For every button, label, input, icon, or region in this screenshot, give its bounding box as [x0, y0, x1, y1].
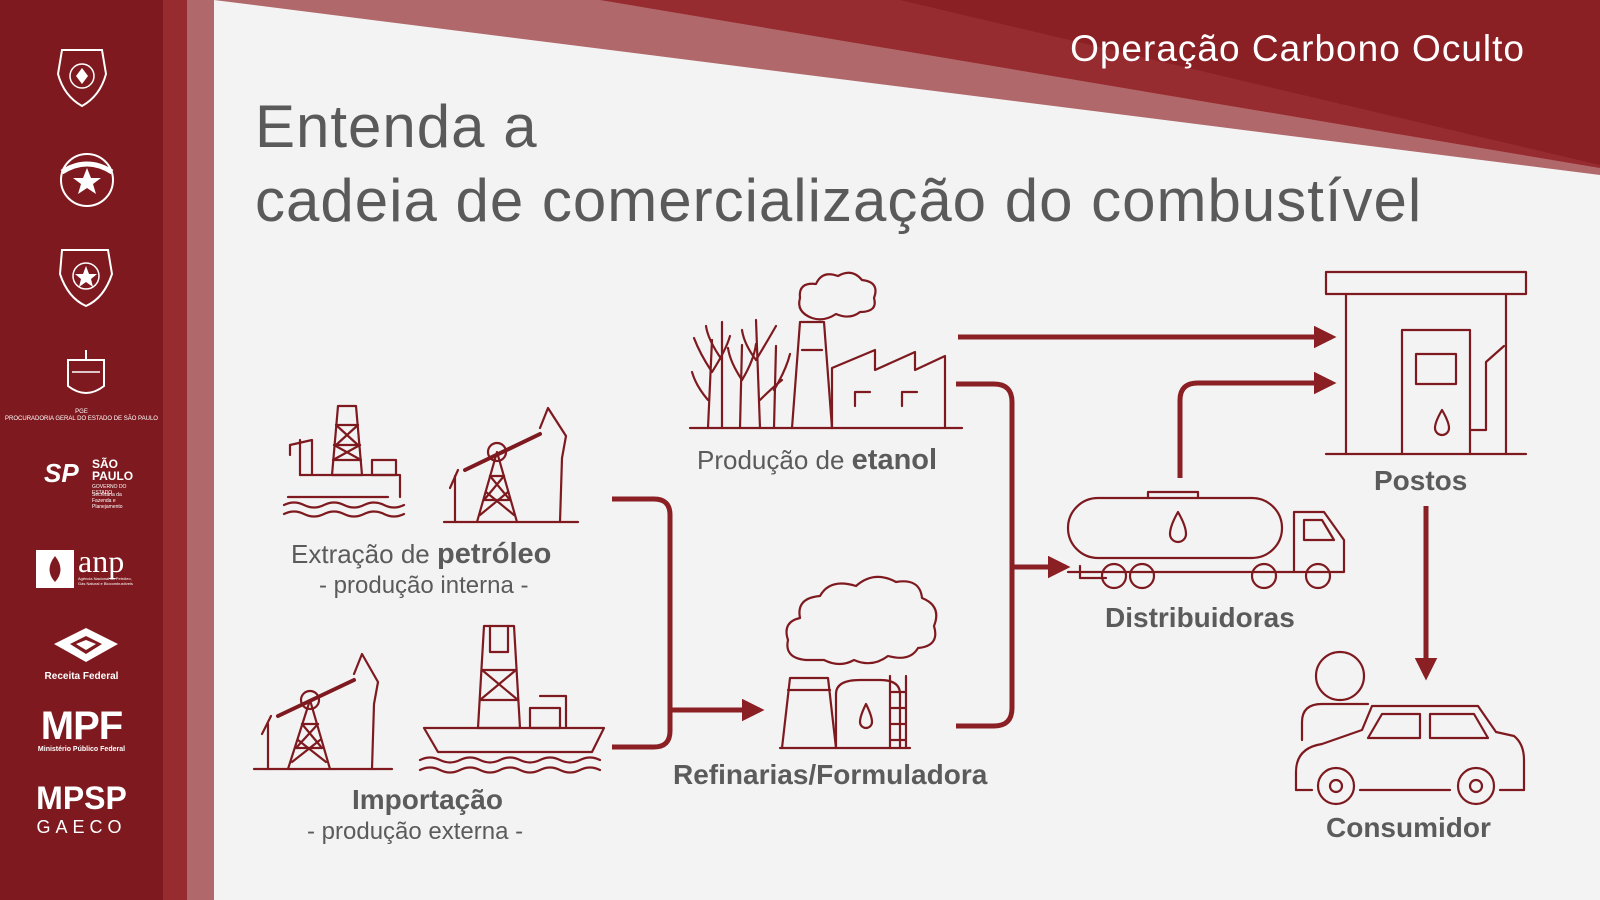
importacao-sublabel: - produção externa -: [307, 818, 524, 845]
mpf-logo: MPF Ministério Público Federal: [37, 704, 126, 753]
arrow-distribuidoras-to-postos: [1177, 371, 1337, 478]
extracao-label: Extração de petróleo: [291, 538, 552, 570]
importacao-label: Importação: [352, 784, 503, 815]
policia-civil-badge: [0, 44, 163, 110]
consumidor-label: Consumidor: [1326, 812, 1491, 843]
bracket-extracao-importacao: [612, 496, 673, 750]
consumer-icon: [1294, 650, 1526, 806]
policia-militar-badge: [0, 150, 163, 212]
etanol-label-bold: etanol: [851, 444, 938, 476]
refinery-icon: [778, 575, 938, 750]
extracao-sublabel: - produção interna -: [319, 572, 529, 599]
gas-station-icon: [1324, 270, 1528, 456]
sidebar-stripe-light: [187, 0, 214, 900]
policia-federal-badge: [0, 244, 163, 310]
bracket-etanol-refinarias: [956, 381, 1015, 729]
pumpjack-icon: [252, 652, 394, 771]
offshore-platform-icon: [282, 404, 406, 518]
refinarias-label: Refinarias/Formuladora: [673, 759, 988, 790]
extracao-label-bold: petróleo: [436, 538, 552, 570]
title-line-1: Entenda a: [255, 93, 538, 160]
operation-title: Operação Carbono Oculto: [1070, 28, 1525, 69]
postos-label: Postos: [1374, 465, 1468, 496]
mpsp-gaeco-logo: MPSP GAECO: [36, 780, 127, 837]
tanker-ship-icon: [418, 624, 606, 774]
ethanol-factory-icon: [688, 271, 964, 430]
sp-governo-logo: SP SÃO PAULO GOVERNO DO ESTADO Secretari…: [44, 457, 134, 510]
etanol-label: Produção de etanol: [697, 444, 938, 476]
sidebar-stripe: [163, 0, 187, 900]
anp-logo: anp Agência Nacional do Petróleo, Gás Na…: [0, 545, 163, 596]
page-title: Entenda a cadeia de comercialização do c…: [255, 90, 1422, 238]
logo-sidebar: [0, 0, 163, 900]
tanker-truck-icon: [1066, 490, 1346, 590]
pumpjack-icon: [442, 406, 580, 524]
receita-federal-logo: Receita Federal: [0, 626, 163, 682]
distribuidoras-label: Distribuidoras: [1105, 602, 1295, 633]
title-line-2: cadeia de comercialização do combustível: [255, 167, 1423, 234]
